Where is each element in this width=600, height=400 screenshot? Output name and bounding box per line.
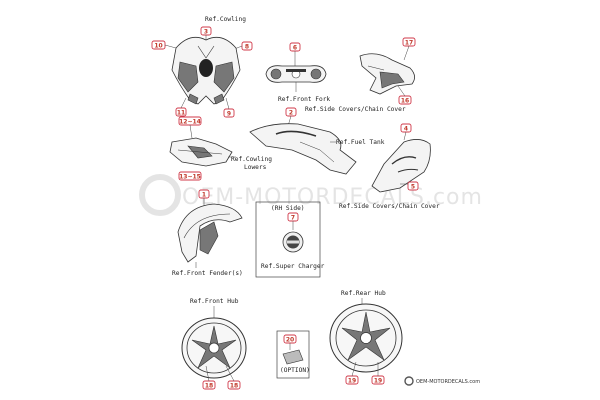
callout-12-14: 12~14	[179, 118, 201, 125]
cowling-lowers-part	[169, 137, 233, 167]
fuel-tank-group: 2 Ref.Fuel Tank	[249, 107, 385, 175]
callout-11: 11	[177, 109, 185, 116]
callout-18a: 18	[205, 382, 213, 389]
ref-fuel-tank-label: Ref.Fuel Tank	[336, 139, 385, 146]
callout-1: 1	[202, 191, 206, 198]
callout-17: 17	[405, 39, 413, 46]
ref-front-hub-label: Ref.Front Hub	[190, 298, 239, 305]
side-cover-group: 4 5 Ref.Side Covers/Chain Cover	[339, 123, 440, 210]
callout-19a: 19	[348, 377, 356, 384]
front-fender-group: 13~15 1 Ref.Front Fender(s)	[172, 171, 243, 277]
credit-text: OEM-MOTORDECALS.com	[416, 379, 480, 385]
ref-rear-hub-label: Ref.Rear Hub	[341, 290, 386, 297]
callout-7: 7	[291, 214, 295, 221]
front-fender-part	[177, 203, 243, 263]
ref-side-covers-top-label: Ref.Side Covers/Chain Cover	[305, 106, 406, 113]
callout-2: 2	[289, 109, 293, 116]
rear-wheel-part	[329, 303, 403, 373]
super-charger-group: (RH Side) 7 Ref.Super Charger	[255, 201, 325, 278]
callout-8: 8	[245, 43, 249, 50]
front-wheel-part	[181, 317, 247, 379]
callout-5: 5	[411, 183, 415, 190]
cowling-group: Ref.Cowling 3 10 8 11 9	[151, 16, 253, 118]
ref-front-fork-label: Ref.Front Fork	[278, 96, 330, 103]
front-fork-group: 6 Ref.Front Fork	[265, 42, 330, 103]
callout-6: 6	[293, 44, 297, 51]
fuel-tank-part	[249, 123, 357, 175]
callout-10: 10	[154, 42, 162, 49]
ref-cowling-lowers-label-1: Ref.Cowling	[231, 156, 272, 163]
ref-cowling-label: Ref.Cowling	[205, 16, 246, 23]
rear-wheel-group: Ref.Rear Hub 19 19	[329, 290, 403, 385]
callout-box-13-15	[178, 171, 202, 181]
callout-9: 9	[227, 110, 231, 117]
rh-side-label: (RH Side)	[271, 205, 305, 212]
ref-cowling-lowers-label-2: Lowers	[244, 164, 267, 171]
watermark-text: OEM-MOTORDECALS.com	[182, 185, 483, 210]
front-wheel-group: Ref.Front Hub 18 18	[181, 298, 247, 390]
callout-13-15: 13~15	[179, 173, 201, 180]
logo-icon	[404, 376, 414, 386]
option-sheet-part	[282, 349, 304, 365]
tail-cover-part	[359, 53, 415, 95]
side-cover-part	[371, 139, 431, 193]
option-group: 20 (OPTION)	[276, 330, 310, 379]
callout-4: 4	[404, 125, 408, 132]
callout-18b: 18	[230, 382, 238, 389]
ref-super-charger-label: Ref.Super Charger	[261, 263, 325, 270]
callout-3: 3	[204, 28, 208, 35]
callout-box-5	[407, 181, 419, 191]
callout-19b: 19	[374, 377, 382, 384]
option-frame	[276, 330, 310, 379]
cowling-lowers-group: 12~14 Ref.Cowling Lowers	[169, 116, 272, 171]
super-charger-emblem	[282, 231, 304, 253]
super-charger-frame	[255, 201, 321, 278]
watermark: OEM-MOTORDECALS.com	[139, 174, 483, 216]
callout-16: 16	[401, 97, 409, 104]
ref-front-fender-label: Ref.Front Fender(s)	[172, 270, 243, 277]
tail-cover-group: 17 16 Ref.Side Covers/Chain Cover	[305, 37, 416, 113]
credit-group: OEM-MOTORDECALS.com	[404, 376, 480, 386]
ref-side-covers-mid-label: Ref.Side Covers/Chain Cover	[339, 203, 440, 210]
top-clamp-part	[265, 65, 327, 83]
callout-20: 20	[286, 336, 294, 343]
cowling-part	[171, 36, 241, 105]
option-label: (OPTION)	[280, 367, 310, 374]
